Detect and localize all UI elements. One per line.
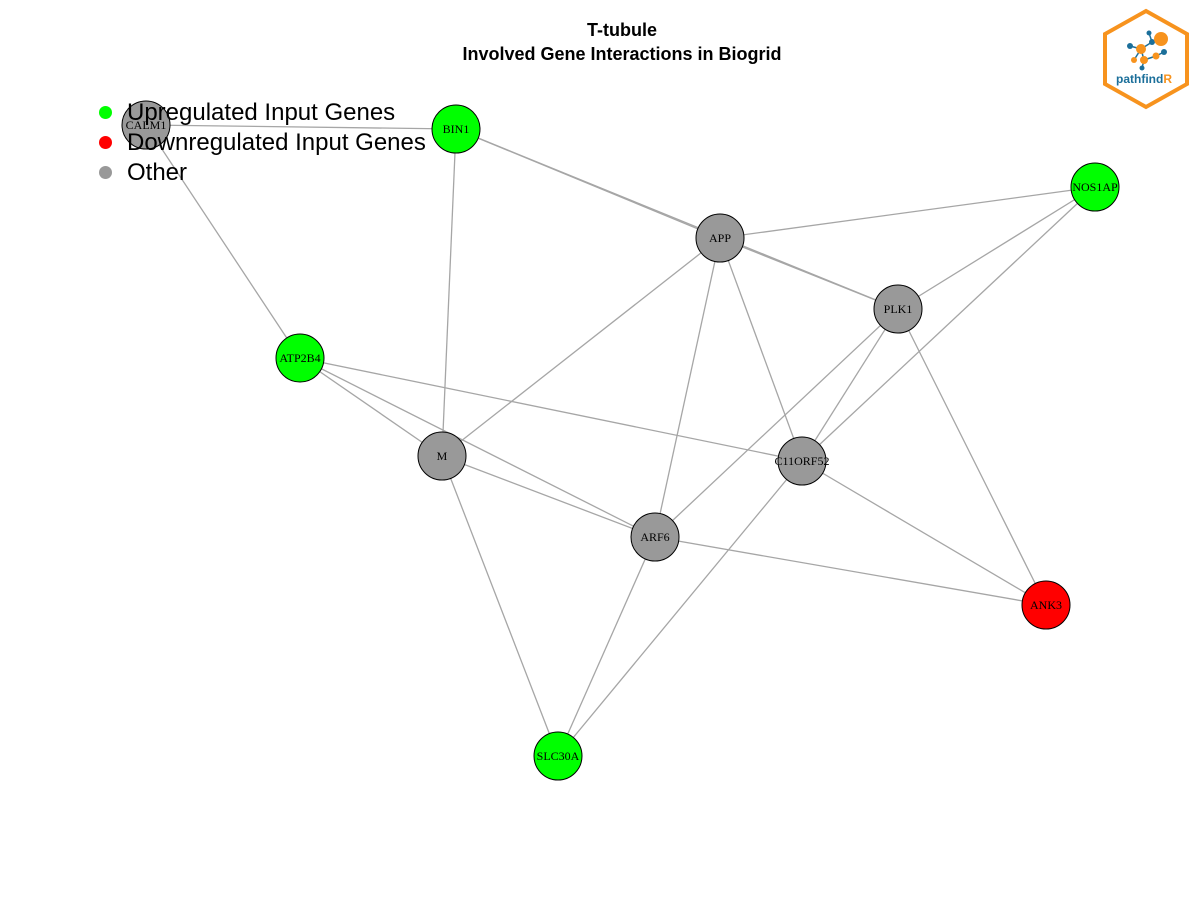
edge-plk1-ank3 xyxy=(897,308,1047,606)
node-arf6[interactable]: ARF6 xyxy=(630,512,680,562)
legend-dot-downregulated xyxy=(99,136,112,149)
legend-dot-other xyxy=(99,166,112,179)
logo-text: pathfindR xyxy=(1116,72,1172,86)
edge-plk1-c11orf52 xyxy=(801,308,899,462)
node-circle-ank3[interactable] xyxy=(1021,580,1071,630)
node-calm1[interactable]: CALM1 xyxy=(121,100,171,150)
edge-atp2b4-c11orf52 xyxy=(299,357,803,462)
title-line-2: Involved Gene Interactions in Biogrid xyxy=(462,44,782,64)
node-slc30a[interactable]: SLC30A xyxy=(533,731,583,781)
node-circle-bin1[interactable] xyxy=(431,104,481,154)
legend-label-other: Other xyxy=(127,159,188,186)
node-circle-m[interactable] xyxy=(417,431,467,481)
node-atp2b4[interactable]: ATP2B4 xyxy=(275,333,325,383)
node-ank3[interactable]: ANK3 xyxy=(1021,580,1071,630)
node-app[interactable]: APP xyxy=(695,213,745,263)
node-circle-slc30a[interactable] xyxy=(533,731,583,781)
logo-network-nodes xyxy=(1127,30,1168,71)
edge-c11orf52-slc30a xyxy=(557,460,803,757)
edge-calm1-atp2b4 xyxy=(145,124,301,359)
node-label-slc30a: SLC30A xyxy=(537,749,580,763)
edges-layer xyxy=(145,124,1096,757)
node-circle-calm1[interactable] xyxy=(121,100,171,150)
edge-app-nos1ap xyxy=(719,186,1096,239)
node-plk1[interactable]: PLK1 xyxy=(873,284,923,334)
edge-arf6-ank3 xyxy=(654,536,1047,606)
plot-title: T-tubule Involved Gene Interactions in B… xyxy=(0,18,1200,66)
edge-calm1-bin1 xyxy=(145,124,457,130)
node-label-calm1: CALM1 xyxy=(126,118,167,132)
edge-app-c11orf52 xyxy=(719,237,803,462)
node-circle-atp2b4[interactable] xyxy=(275,333,325,383)
node-circle-c11orf52[interactable] xyxy=(777,436,827,486)
node-circle-app[interactable] xyxy=(695,213,745,263)
edge-app-arf6 xyxy=(654,237,721,538)
edge-arf6-slc30a xyxy=(557,536,656,757)
edge-m-slc30a xyxy=(441,455,559,757)
node-label-atp2b4: ATP2B4 xyxy=(279,351,320,365)
edge-app-plk1 xyxy=(719,237,899,310)
node-label-c11orf52: C11ORF52 xyxy=(775,454,830,468)
edge-app-m xyxy=(441,237,721,457)
legend-dot-upregulated xyxy=(99,106,112,119)
node-label-bin1: BIN1 xyxy=(443,122,470,136)
edge-m-arf6 xyxy=(441,455,656,538)
edge-c11orf52-ank3 xyxy=(801,460,1047,606)
node-c11orf52[interactable]: C11ORF52 xyxy=(775,436,830,486)
node-label-nos1ap: NOS1AP xyxy=(1072,180,1118,194)
edge-atp2b4-arf6 xyxy=(299,357,656,538)
node-circle-nos1ap[interactable] xyxy=(1070,162,1120,212)
node-m[interactable]: M xyxy=(417,431,467,481)
node-circle-plk1[interactable] xyxy=(873,284,923,334)
node-nos1ap[interactable]: NOS1AP xyxy=(1070,162,1120,212)
edge-nos1ap-plk1 xyxy=(897,186,1096,310)
title-line-1: T-tubule xyxy=(587,20,657,40)
node-bin1[interactable]: BIN1 xyxy=(431,104,481,154)
node-circle-arf6[interactable] xyxy=(630,512,680,562)
node-label-plk1: PLK1 xyxy=(884,302,913,316)
legend-label-upregulated: Upregulated Input Genes xyxy=(127,99,396,126)
pathfindr-logo: pathfindR xyxy=(1103,8,1189,110)
node-label-app: APP xyxy=(709,231,731,245)
edge-nos1ap-c11orf52 xyxy=(801,186,1096,462)
edge-atp2b4-m xyxy=(299,357,443,457)
legend-label-downregulated: Downregulated Input Genes xyxy=(127,129,426,156)
edge-plk1-arf6 xyxy=(654,308,899,538)
node-label-ank3: ANK3 xyxy=(1030,598,1062,612)
edge-bin1-m xyxy=(441,128,457,457)
node-label-m: M xyxy=(437,449,448,463)
node-label-arf6: ARF6 xyxy=(640,530,669,544)
